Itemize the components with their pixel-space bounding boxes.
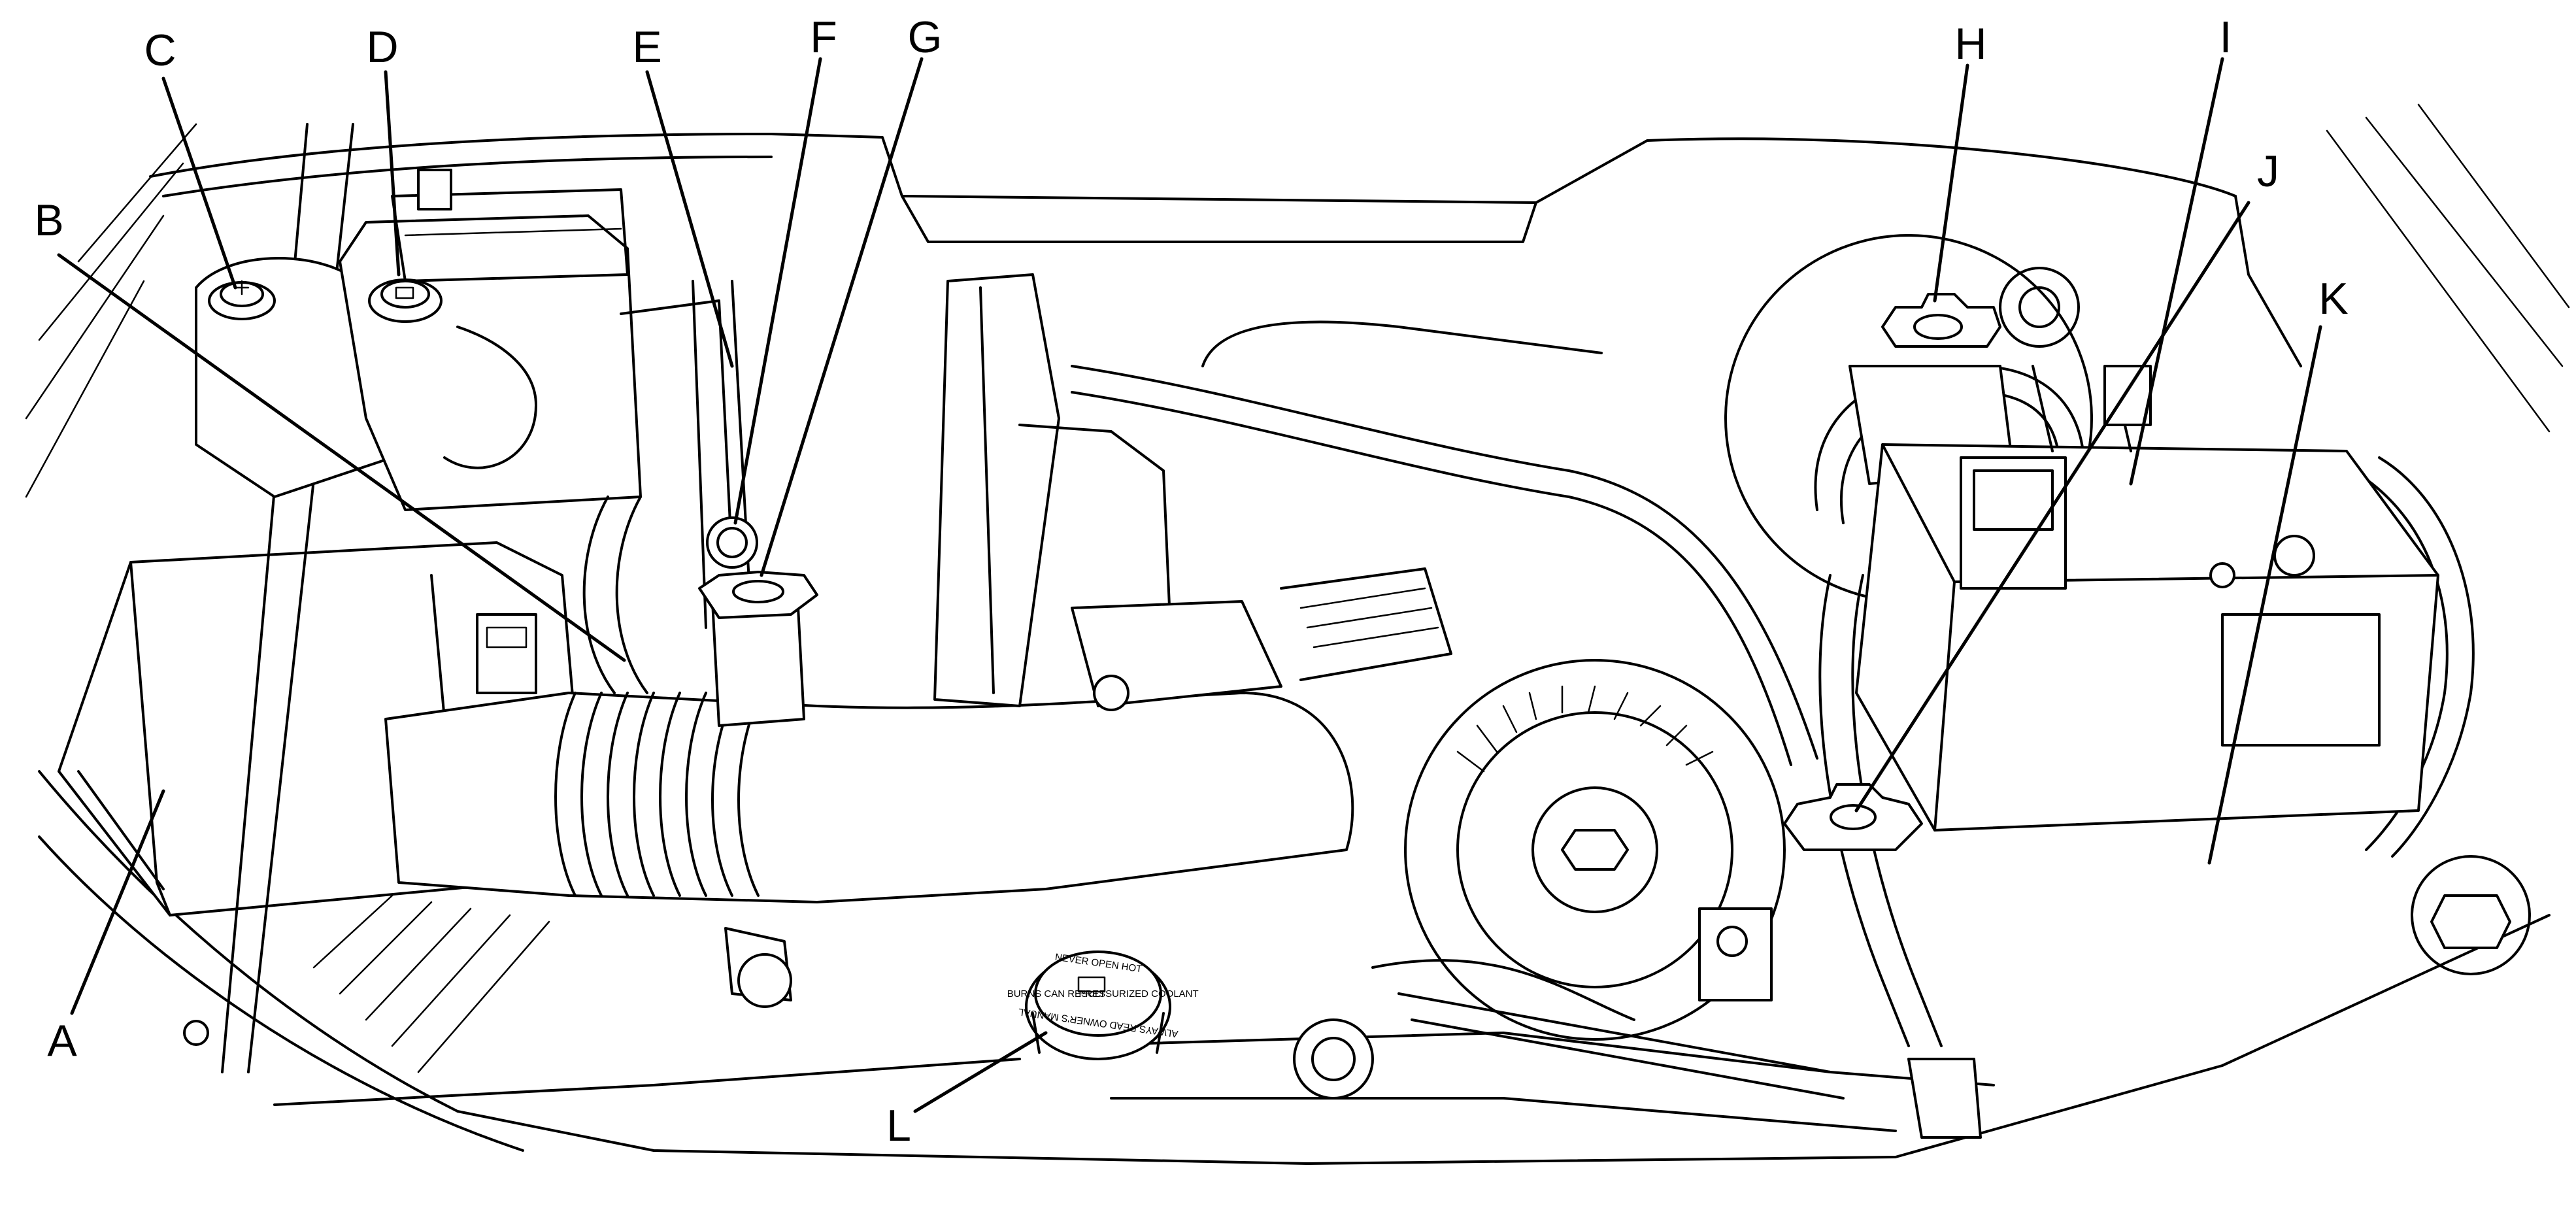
battery: [1855, 365, 2439, 832]
oil-fill-area: [698, 516, 818, 727]
leader-j: [1854, 201, 2250, 813]
strut-tower-bolt: [2411, 855, 2531, 975]
callout-a: A: [47, 1016, 77, 1066]
leader-l: [913, 1031, 1048, 1113]
wiring-harness: [1071, 320, 2475, 1047]
callout-e: E: [632, 22, 661, 72]
leader-c: [161, 76, 237, 290]
callout-g: G: [908, 12, 943, 62]
intake-manifold: [933, 273, 1452, 711]
callout-c: C: [144, 25, 176, 75]
leader-b: [57, 253, 626, 662]
radiator-pressure-cap: NEVER OPEN HOT ALWAYS READ OWNER'S MANUA…: [1007, 950, 1199, 1060]
callout-i: I: [2220, 12, 2232, 62]
callout-leader-lines: [57, 57, 2322, 1113]
radiator-support: [273, 927, 1995, 1139]
callout-k: K: [2318, 274, 2348, 324]
alternator: [1397, 659, 1845, 1100]
radiator-cap-warning-left: BURNS CAN RESULT: [1007, 988, 1106, 1000]
hood-and-fenders: [25, 103, 2570, 1165]
leader-a: [70, 789, 165, 1015]
leader-h: [1933, 63, 1969, 303]
leader-g: [760, 57, 924, 577]
leader-d: [384, 70, 401, 277]
callout-h: H: [1954, 19, 1986, 69]
leader-k: [2207, 325, 2322, 865]
leader-i: [2129, 57, 2224, 486]
left-hoses: [582, 280, 753, 694]
washer-and-coolant-reservoirs: [195, 169, 642, 511]
leader-f: [733, 57, 822, 525]
callout-l: L: [886, 1101, 911, 1151]
callout-b: B: [34, 195, 63, 245]
brake-fluid-reservoir-cap: [368, 278, 443, 323]
transmission-dipstick-cap: [1783, 783, 1923, 851]
windshield-washer-cap: [208, 280, 276, 320]
callout-j: J: [2257, 146, 2279, 196]
callout-f: F: [810, 12, 837, 62]
callout-labels: A B C D E F G H I J K L: [34, 12, 2348, 1151]
power-steering-reservoir-cap: [1881, 293, 2001, 348]
callout-d: D: [366, 22, 398, 72]
radiator-cap-warning-right: PRESSURIZED COOLANT: [1079, 988, 1198, 1000]
leader-e: [645, 70, 734, 368]
